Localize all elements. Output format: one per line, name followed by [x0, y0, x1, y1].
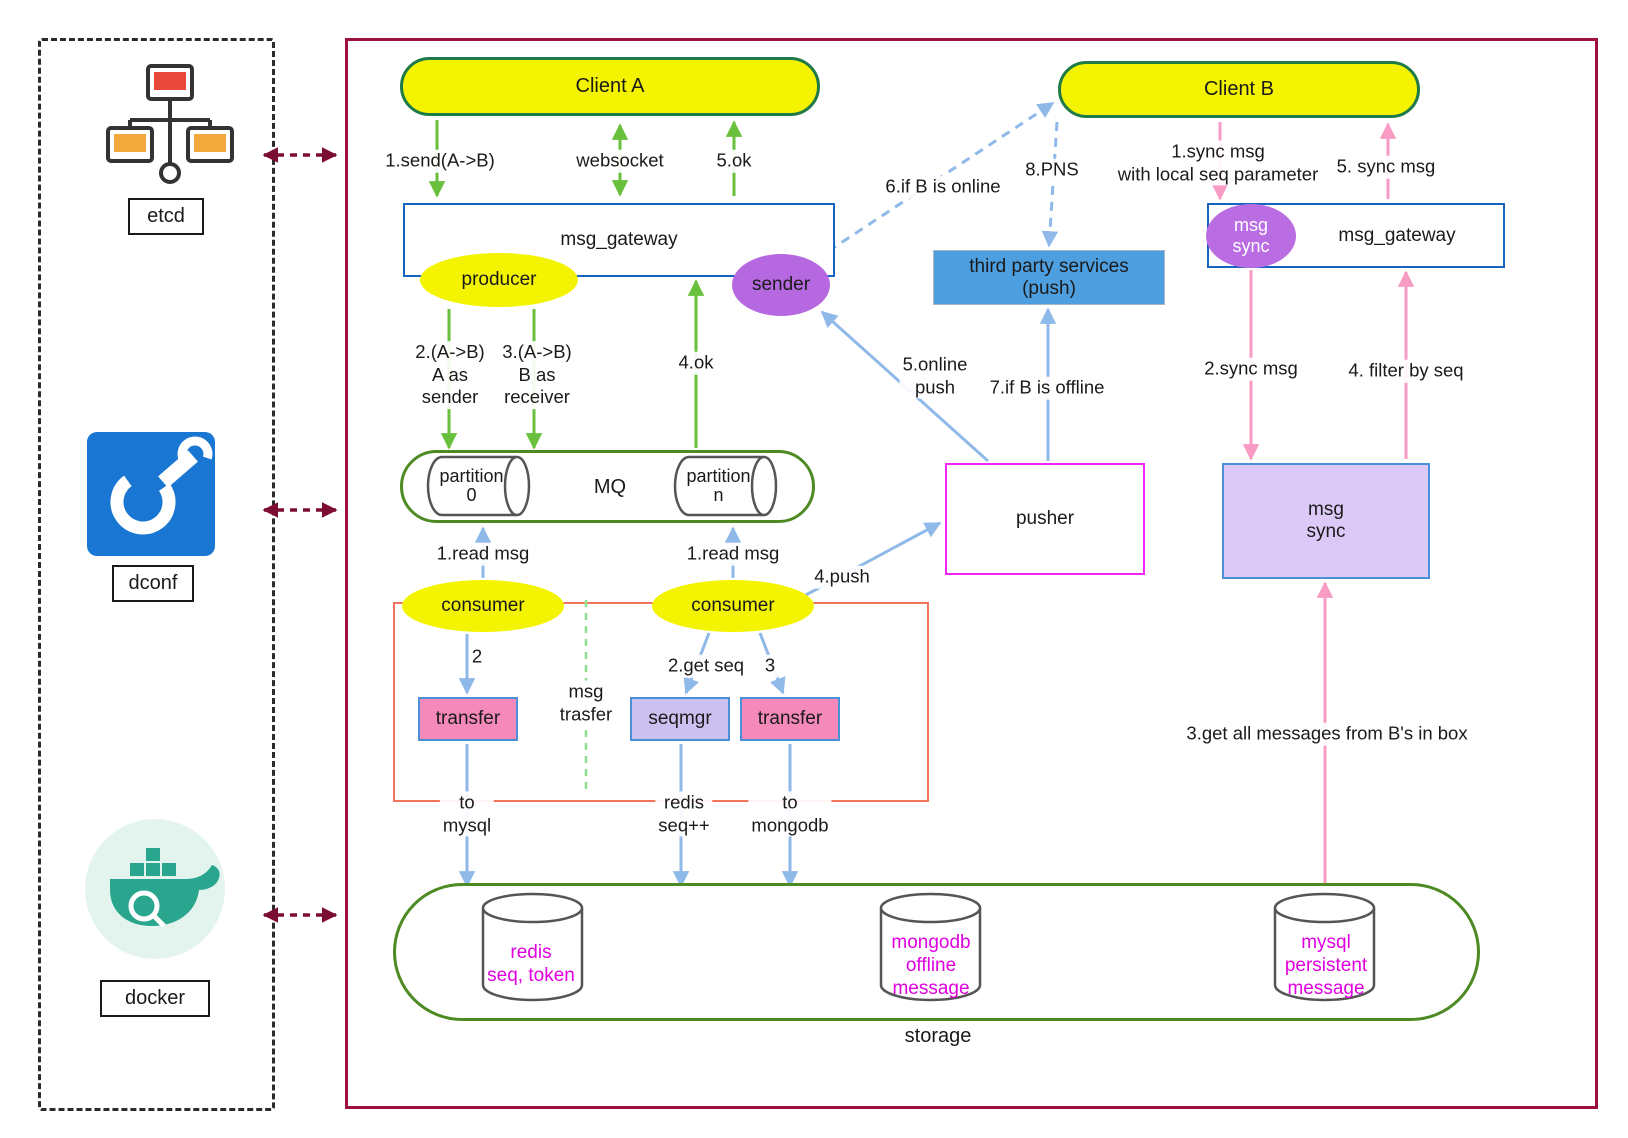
producer-node: producer: [420, 253, 578, 307]
sidebar-panel: [38, 38, 275, 1111]
label-if-b-online: 6.if B is online: [882, 175, 1004, 199]
label-push4: 4.push: [811, 565, 873, 589]
partition-0-cylinder: [426, 455, 531, 517]
label-step2: 2: [468, 645, 486, 669]
docker-icon: [80, 814, 230, 964]
mongodb-cylinder: [879, 892, 982, 1002]
mysql-db-node: [1272, 891, 1377, 1003]
label-to-mongodb: to mongodb: [748, 791, 832, 837]
partition-n-cylinder: [673, 455, 778, 517]
label-online-push: 5.online push: [899, 353, 971, 399]
label-pns: 8.PNS: [1022, 158, 1082, 182]
label-read-msg-right: 1.read msg: [683, 542, 783, 566]
label-send: 1.send(A->B): [382, 149, 498, 173]
label-sync-msg-2: 2.sync msg: [1201, 357, 1301, 381]
label-msg-trasfer: msg trasfer: [556, 680, 616, 726]
transfer-right-node: transfer: [740, 697, 840, 741]
docker-label: docker: [100, 980, 210, 1017]
label-redis-seq: redis seq++: [655, 791, 713, 837]
label-to-mysql: to mysql: [439, 791, 495, 837]
label-get-all-messages: 3.get all messages from B's in box: [1183, 722, 1471, 746]
dconf-icon-graphic: [87, 432, 215, 556]
redis-cylinder: [481, 892, 584, 1002]
pusher-node: pusher: [945, 463, 1145, 575]
msg-sync-box-node: msg sync: [1222, 463, 1430, 579]
label-step3: 3: [761, 654, 779, 678]
dconf-label: dconf: [112, 565, 194, 602]
sender-node: sender: [732, 254, 830, 316]
label-filter-by-seq: 4. filter by seq: [1345, 359, 1467, 383]
label-b-as-receiver: 3.(A->B) B as receiver: [499, 341, 575, 409]
dconf-icon: [85, 430, 223, 560]
mysql-cylinder: [1273, 892, 1376, 1002]
storage-title: storage: [901, 1023, 975, 1049]
label-ok4: 4.ok: [675, 351, 717, 375]
client-b-node: Client B: [1058, 61, 1420, 118]
consumer-right-node: consumer: [652, 580, 814, 632]
mongodb-db-node: [878, 891, 983, 1003]
label-get-seq: 2.get seq: [664, 654, 748, 678]
third-party-services-node: third party services (push): [933, 250, 1165, 305]
label-sync-msg-1: 1.sync msg with local seq parameter: [1114, 140, 1322, 186]
mysql-db-label: mysql persistent message: [1284, 932, 1368, 1000]
label-if-b-offline: 7.if B is offline: [986, 376, 1108, 400]
seqmgr-node: seqmgr: [630, 697, 730, 741]
label-ok5: 5.ok: [713, 149, 755, 173]
etcd-icon: [100, 62, 240, 192]
partition-0-label: partition 0: [439, 466, 504, 505]
partition-0-node: partition 0: [425, 454, 532, 518]
mongodb-db-label: mongodb offline message: [891, 932, 971, 1000]
label-read-msg-left: 1.read msg: [433, 542, 533, 566]
etcd-label: etcd: [128, 198, 204, 235]
client-a-node: Client A: [400, 57, 820, 116]
partition-n-node: partition n: [672, 454, 779, 518]
transfer-left-node: transfer: [418, 697, 518, 741]
label-websocket: websocket: [573, 149, 667, 173]
redis-db-label: redis seq, token: [487, 941, 575, 986]
etcd-icon-graphic: [106, 64, 234, 184]
consumer-left-node: consumer: [402, 580, 564, 632]
redis-db-node: [480, 891, 585, 1003]
msg-sync-ellipse-node: msg sync: [1206, 204, 1296, 268]
label-sync-msg-5: 5. sync msg: [1333, 155, 1439, 179]
label-a-as-sender: 2.(A->B) A as sender: [412, 341, 488, 409]
partition-n-label: partition n: [686, 466, 751, 505]
docker-icon-graphic: [85, 819, 225, 959]
mq-title: MQ: [590, 474, 630, 500]
